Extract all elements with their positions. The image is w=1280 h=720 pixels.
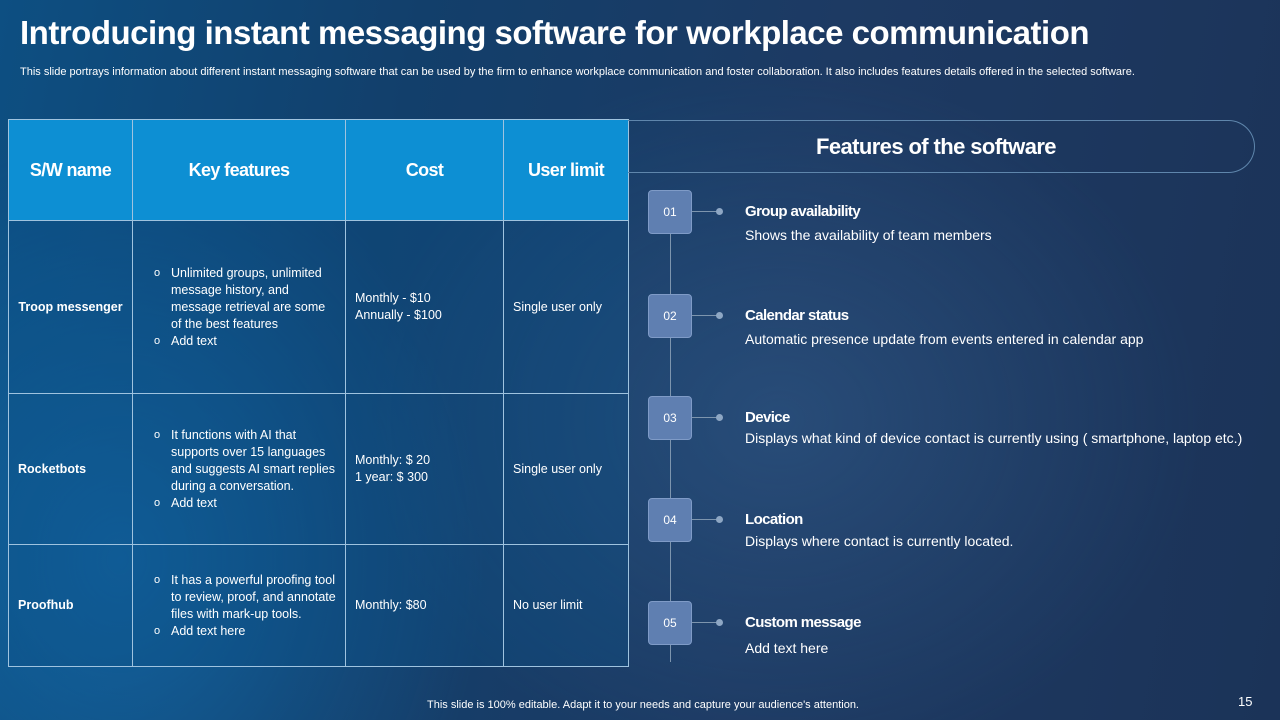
bullet-icon: o: [154, 266, 161, 279]
feature-text: Unlimited groups, unlimited message hist…: [171, 265, 326, 331]
list-item: o It functions with AI that supports over…: [154, 427, 336, 495]
connector-line: [692, 519, 718, 520]
cost-line: 1 year: $ 300: [355, 470, 428, 484]
key-features-cell: o It functions with AI that supports over…: [132, 393, 346, 545]
feature-list: o It has a powerful proofing tool to revi…: [142, 572, 336, 640]
table-row: Proofhub o It has a powerful proofing too…: [8, 544, 629, 667]
connector-line: [692, 417, 718, 418]
list-item: o Add text here: [154, 623, 336, 640]
feature-text: It has a powerful proofing tool to revie…: [171, 572, 336, 621]
cost-line: Monthly: $80: [355, 598, 427, 612]
feature-text: Add text here: [171, 623, 246, 638]
bullet-icon: o: [154, 496, 161, 509]
feature-description: Displays where contact is currently loca…: [745, 533, 1014, 549]
cost-cell: Monthly - $10 Annually - $100: [345, 220, 504, 394]
feature-number-badge: 05: [648, 601, 692, 645]
software-comparison-table: S/W name Key features Cost User limit Tr…: [8, 119, 629, 667]
connector-line: [692, 211, 718, 212]
feature-title: Device: [745, 409, 790, 426]
cost-cell: Monthly: $ 20 1 year: $ 300: [345, 393, 504, 545]
feature-number-badge: 04: [648, 498, 692, 542]
dot-icon: [716, 516, 723, 523]
list-item: o It has a powerful proofing tool to revi…: [154, 572, 336, 623]
bullet-icon: o: [154, 428, 161, 441]
slide-subtitle: This slide portrays information about di…: [20, 66, 1135, 78]
sw-name-cell: Proofhub: [8, 544, 133, 667]
feature-item-device: 03 Device Displays what kind of device c…: [648, 396, 1278, 456]
feature-number-badge: 01: [648, 190, 692, 234]
key-features-cell: o Unlimited groups, unlimited message his…: [132, 220, 346, 394]
feature-item-group-availability: 01 Group availability Shows the availabi…: [648, 190, 1278, 250]
table-header-row: S/W name Key features Cost User limit: [8, 119, 629, 221]
dot-icon: [716, 312, 723, 319]
feature-list: o Unlimited groups, unlimited message his…: [142, 265, 336, 350]
feature-description: Displays what kind of device contact is …: [745, 430, 1243, 446]
header-key-features: Key features: [132, 119, 346, 221]
dot-icon: [716, 208, 723, 215]
table-row: Troop messenger o Unlimited groups, unlim…: [8, 220, 629, 394]
feature-text: Add text: [171, 333, 217, 348]
cost-line: Monthly: $ 20: [355, 453, 431, 467]
feature-number-badge: 02: [648, 294, 692, 338]
list-item: o Add text: [154, 495, 336, 512]
user-limit-cell: No user limit: [503, 544, 629, 667]
bullet-icon: o: [154, 334, 161, 347]
bullet-icon: o: [154, 624, 161, 637]
sw-name-cell: Rocketbots: [8, 393, 133, 545]
header-user-limit: User limit: [503, 119, 629, 221]
feature-title: Calendar status: [745, 307, 849, 324]
feature-list: o It functions with AI that supports over…: [142, 427, 336, 512]
dot-icon: [716, 619, 723, 626]
connector-line: [692, 622, 718, 623]
feature-text: It functions with AI that supports over …: [171, 427, 335, 493]
table-row: Rocketbots o It functions with AI that su…: [8, 393, 629, 545]
feature-title: Group availability: [745, 203, 861, 220]
feature-title: Custom message: [745, 614, 861, 631]
feature-description: Add text here: [745, 640, 829, 656]
dot-icon: [716, 414, 723, 421]
header-cost: Cost: [345, 119, 504, 221]
header-sw-name: S/W name: [8, 119, 133, 221]
page-number: 15: [1238, 694, 1253, 709]
features-heading-banner: Features of the software: [628, 120, 1255, 173]
cost-line: Monthly - $10: [355, 291, 431, 305]
user-limit-cell: Single user only: [503, 220, 629, 394]
feature-item-custom-message: 05 Custom message Add text here: [648, 601, 1278, 661]
feature-text: Add text: [171, 495, 217, 510]
sw-name-cell: Troop messenger: [8, 220, 133, 394]
feature-item-location: 04 Location Displays where contact is cu…: [648, 498, 1278, 558]
connector-line: [692, 315, 718, 316]
user-limit-cell: Single user only: [503, 393, 629, 545]
key-features-cell: o It has a powerful proofing tool to revi…: [132, 544, 346, 667]
slide-title: Introducing instant messaging software f…: [20, 14, 1090, 51]
list-item: o Add text: [154, 333, 336, 350]
feature-description: Automatic presence update from events en…: [745, 331, 1144, 347]
feature-number-badge: 03: [648, 396, 692, 440]
list-item: o Unlimited groups, unlimited message his…: [154, 265, 336, 333]
features-heading: Features of the software: [816, 133, 1056, 159]
bullet-icon: o: [154, 573, 161, 586]
cost-line: Annually - $100: [355, 308, 442, 322]
feature-item-calendar-status: 02 Calendar status Automatic presence up…: [648, 294, 1278, 354]
feature-title: Location: [745, 511, 803, 528]
footer-note: This slide is 100% editable. Adapt it to…: [427, 699, 859, 711]
feature-description: Shows the availability of team members: [745, 227, 992, 243]
cost-cell: Monthly: $80: [345, 544, 504, 667]
